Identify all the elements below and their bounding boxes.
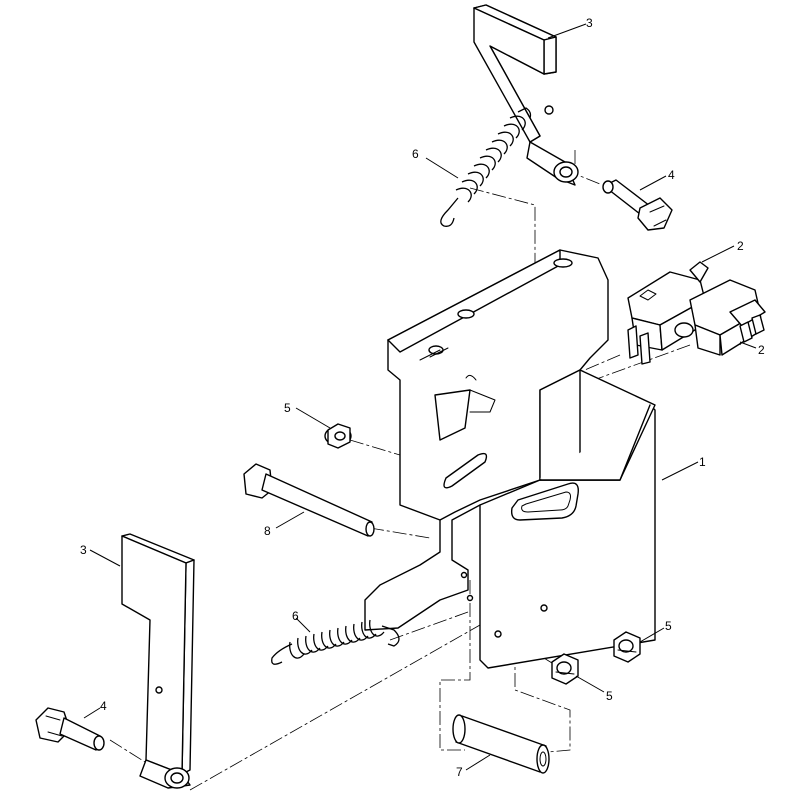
- pedal-arm-top: [473, 4, 579, 186]
- callout-6-top: 6: [412, 147, 419, 161]
- flange-nut-right: [613, 631, 641, 663]
- callout-2-lower: 2: [758, 343, 765, 357]
- leader-lines: [83, 23, 757, 771]
- callout-3-bottom: 3: [80, 543, 87, 557]
- spring-top: [440, 107, 532, 227]
- callout-3-top: 3: [586, 16, 593, 30]
- flange-nut-bottom: [551, 653, 579, 685]
- callout-4-bottom: 4: [100, 699, 107, 713]
- shoulder-bolt-bottom: [35, 707, 105, 751]
- callout-1: 1: [699, 455, 706, 469]
- callout-5-right: 5: [665, 619, 672, 633]
- flange-nut-left: [324, 423, 352, 449]
- main-bracket: [364, 249, 656, 669]
- pedal-arm-bottom: [121, 533, 195, 789]
- spring-bottom: [271, 619, 400, 665]
- spacer-tube: [452, 714, 550, 774]
- shoulder-bolt-top: [602, 179, 673, 231]
- callout-2-upper: 2: [737, 239, 744, 253]
- interlock-switches: [627, 261, 766, 365]
- callout-5-bottom: 5: [606, 689, 613, 703]
- long-bolt: [243, 463, 375, 537]
- callout-5-left: 5: [284, 401, 291, 415]
- callout-4-top: 4: [668, 168, 675, 182]
- callout-8: 8: [264, 524, 271, 538]
- callout-7: 7: [456, 765, 463, 779]
- callouts: 3 6 4 2 2 5 1 8 3 6 5 5 4 7: [80, 16, 765, 779]
- callout-6-bottom: 6: [292, 609, 299, 623]
